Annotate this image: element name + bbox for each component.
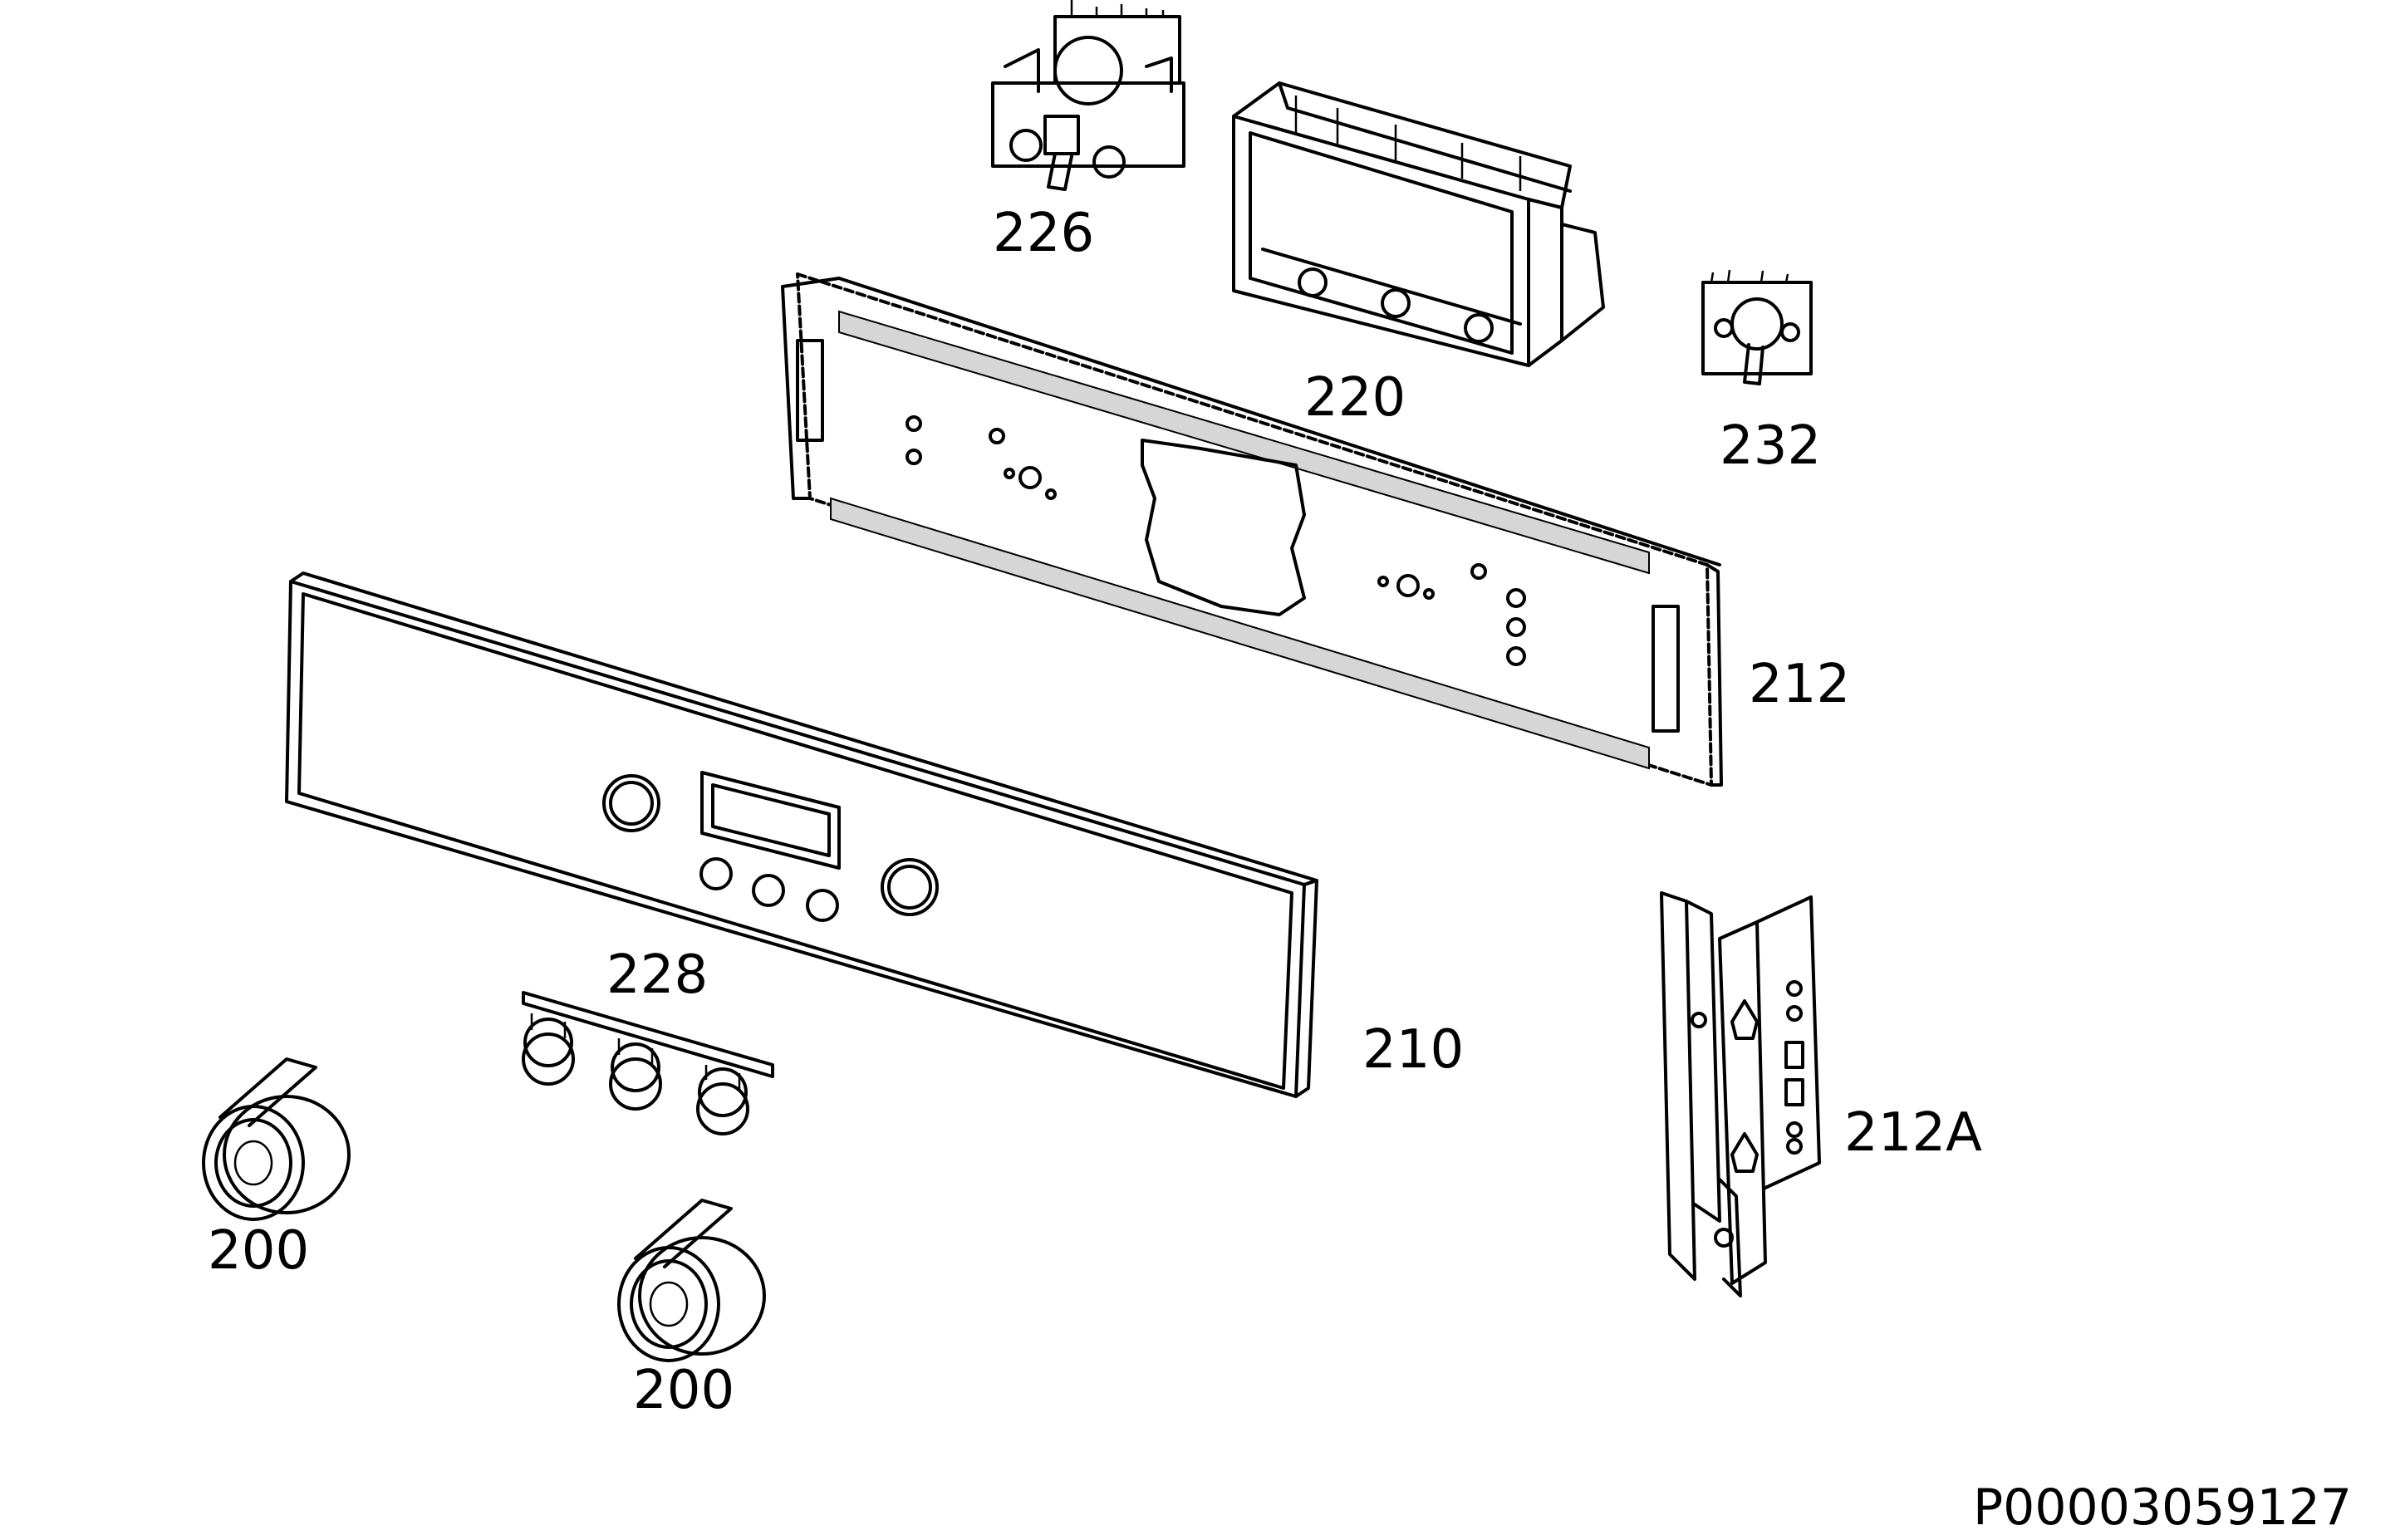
part-200-label-left: 200 (208, 1220, 309, 1282)
part-212a-label: 212A (1844, 1102, 1982, 1164)
part-210-front-panel[interactable] (285, 571, 1318, 1098)
part-232-label: 232 (1720, 415, 1821, 477)
part-220-label: 220 (1304, 367, 1406, 429)
part-232-thermostat-switch[interactable] (1701, 269, 1813, 385)
part-200-label-right: 200 (633, 1360, 734, 1421)
part-220-display-housing[interactable] (1232, 81, 1605, 367)
part-212-label: 212 (1749, 654, 1850, 715)
part-212-control-panel-frame[interactable] (781, 272, 1723, 787)
part-226-selector-switch[interactable] (991, 0, 1185, 191)
part-228-label: 228 (606, 944, 708, 1006)
part-200-control-knob-left[interactable] (202, 1057, 351, 1221)
part-226-label: 226 (993, 203, 1094, 264)
part-212a-side-bracket[interactable] (1660, 891, 1821, 1297)
diagram-reference-code: P00003059127 (1973, 1479, 2352, 1537)
part-228-push-buttons[interactable] (522, 991, 774, 1135)
part-200-control-knob-right[interactable] (617, 1199, 766, 1362)
part-210-label: 210 (1362, 1019, 1464, 1081)
